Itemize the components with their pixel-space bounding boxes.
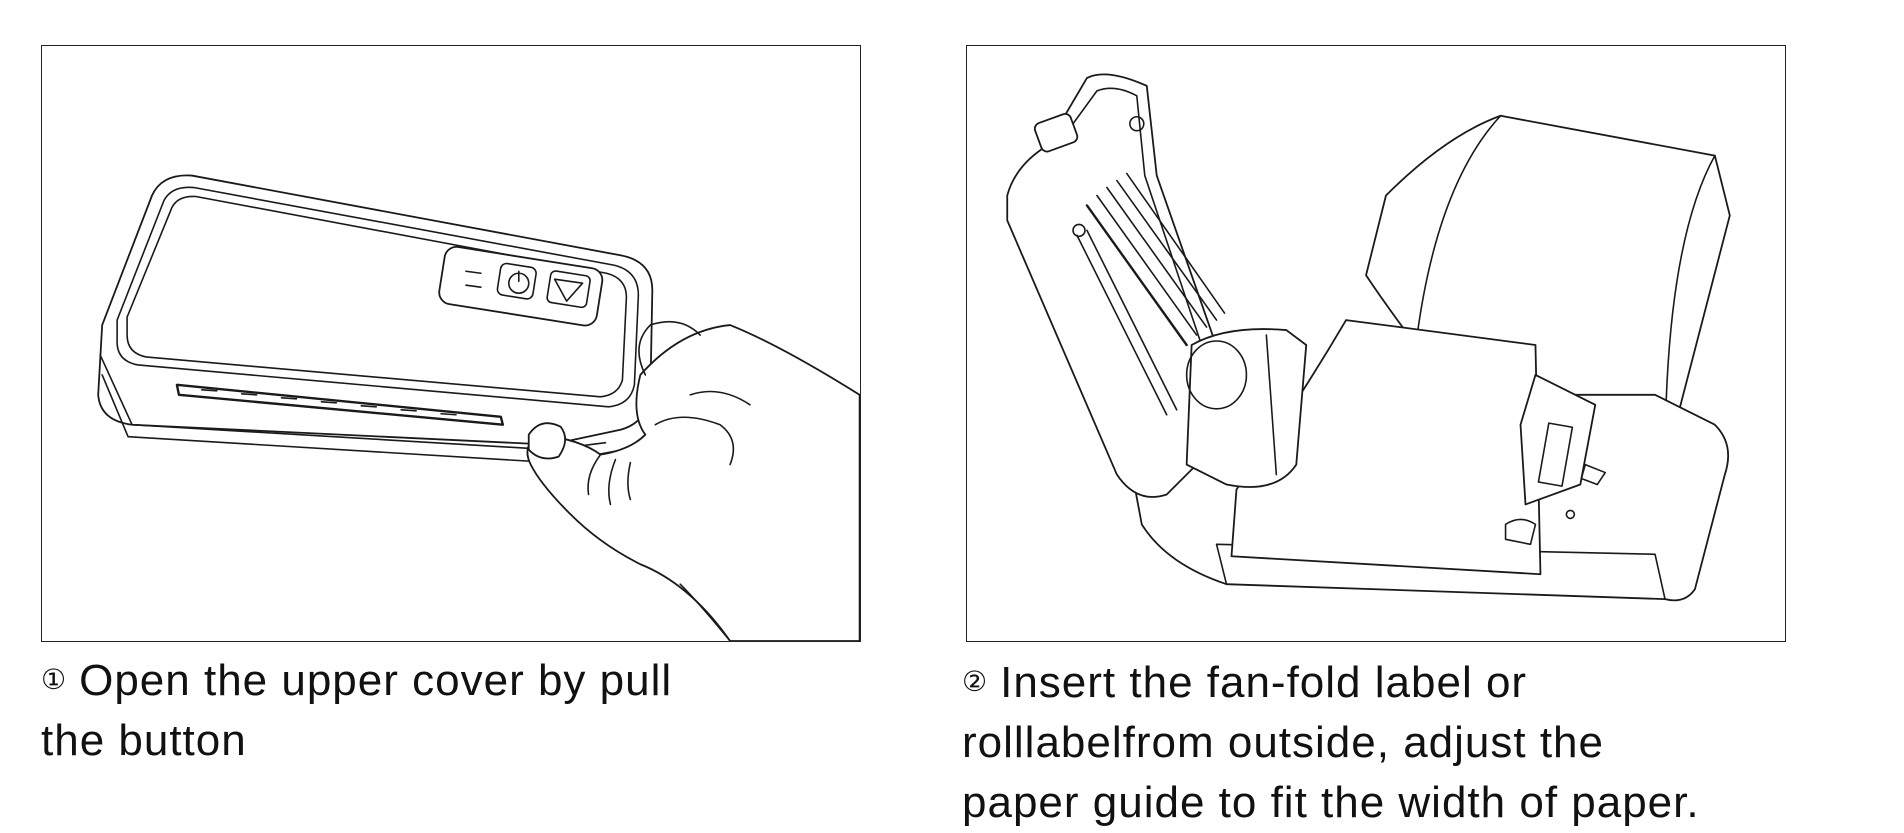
step-1-illustration-frame (41, 45, 861, 642)
step-1-caption-line-2: the button (41, 716, 247, 765)
step-2-caption: ② Insert the fan-fold label or rolllabelf… (962, 652, 1700, 833)
step-1-text-line-1: Open the upper cover by pull (79, 656, 673, 705)
printer-load-label-illustration (1006, 73, 1731, 602)
step-1-number: ① (41, 664, 68, 695)
step-2-illustration-frame (966, 45, 1786, 642)
step-2-number: ② (962, 666, 989, 697)
step-2-text-line-1: Insert the fan-fold label or (1000, 658, 1528, 707)
step-2-caption-line-3: paper guide to fit the width of paper. (962, 778, 1700, 827)
step-1-caption-line-1: ① Open the upper cover by pull (41, 650, 672, 711)
step-1-caption: ① Open the upper cover by pull the button (41, 650, 672, 771)
step-2-caption-line-1: ② Insert the fan-fold label or (962, 652, 1700, 713)
step-2-caption-line-2: rolllabelfrom outside, adjust the (962, 718, 1604, 767)
printer-open-cover-illustration (97, 174, 860, 641)
